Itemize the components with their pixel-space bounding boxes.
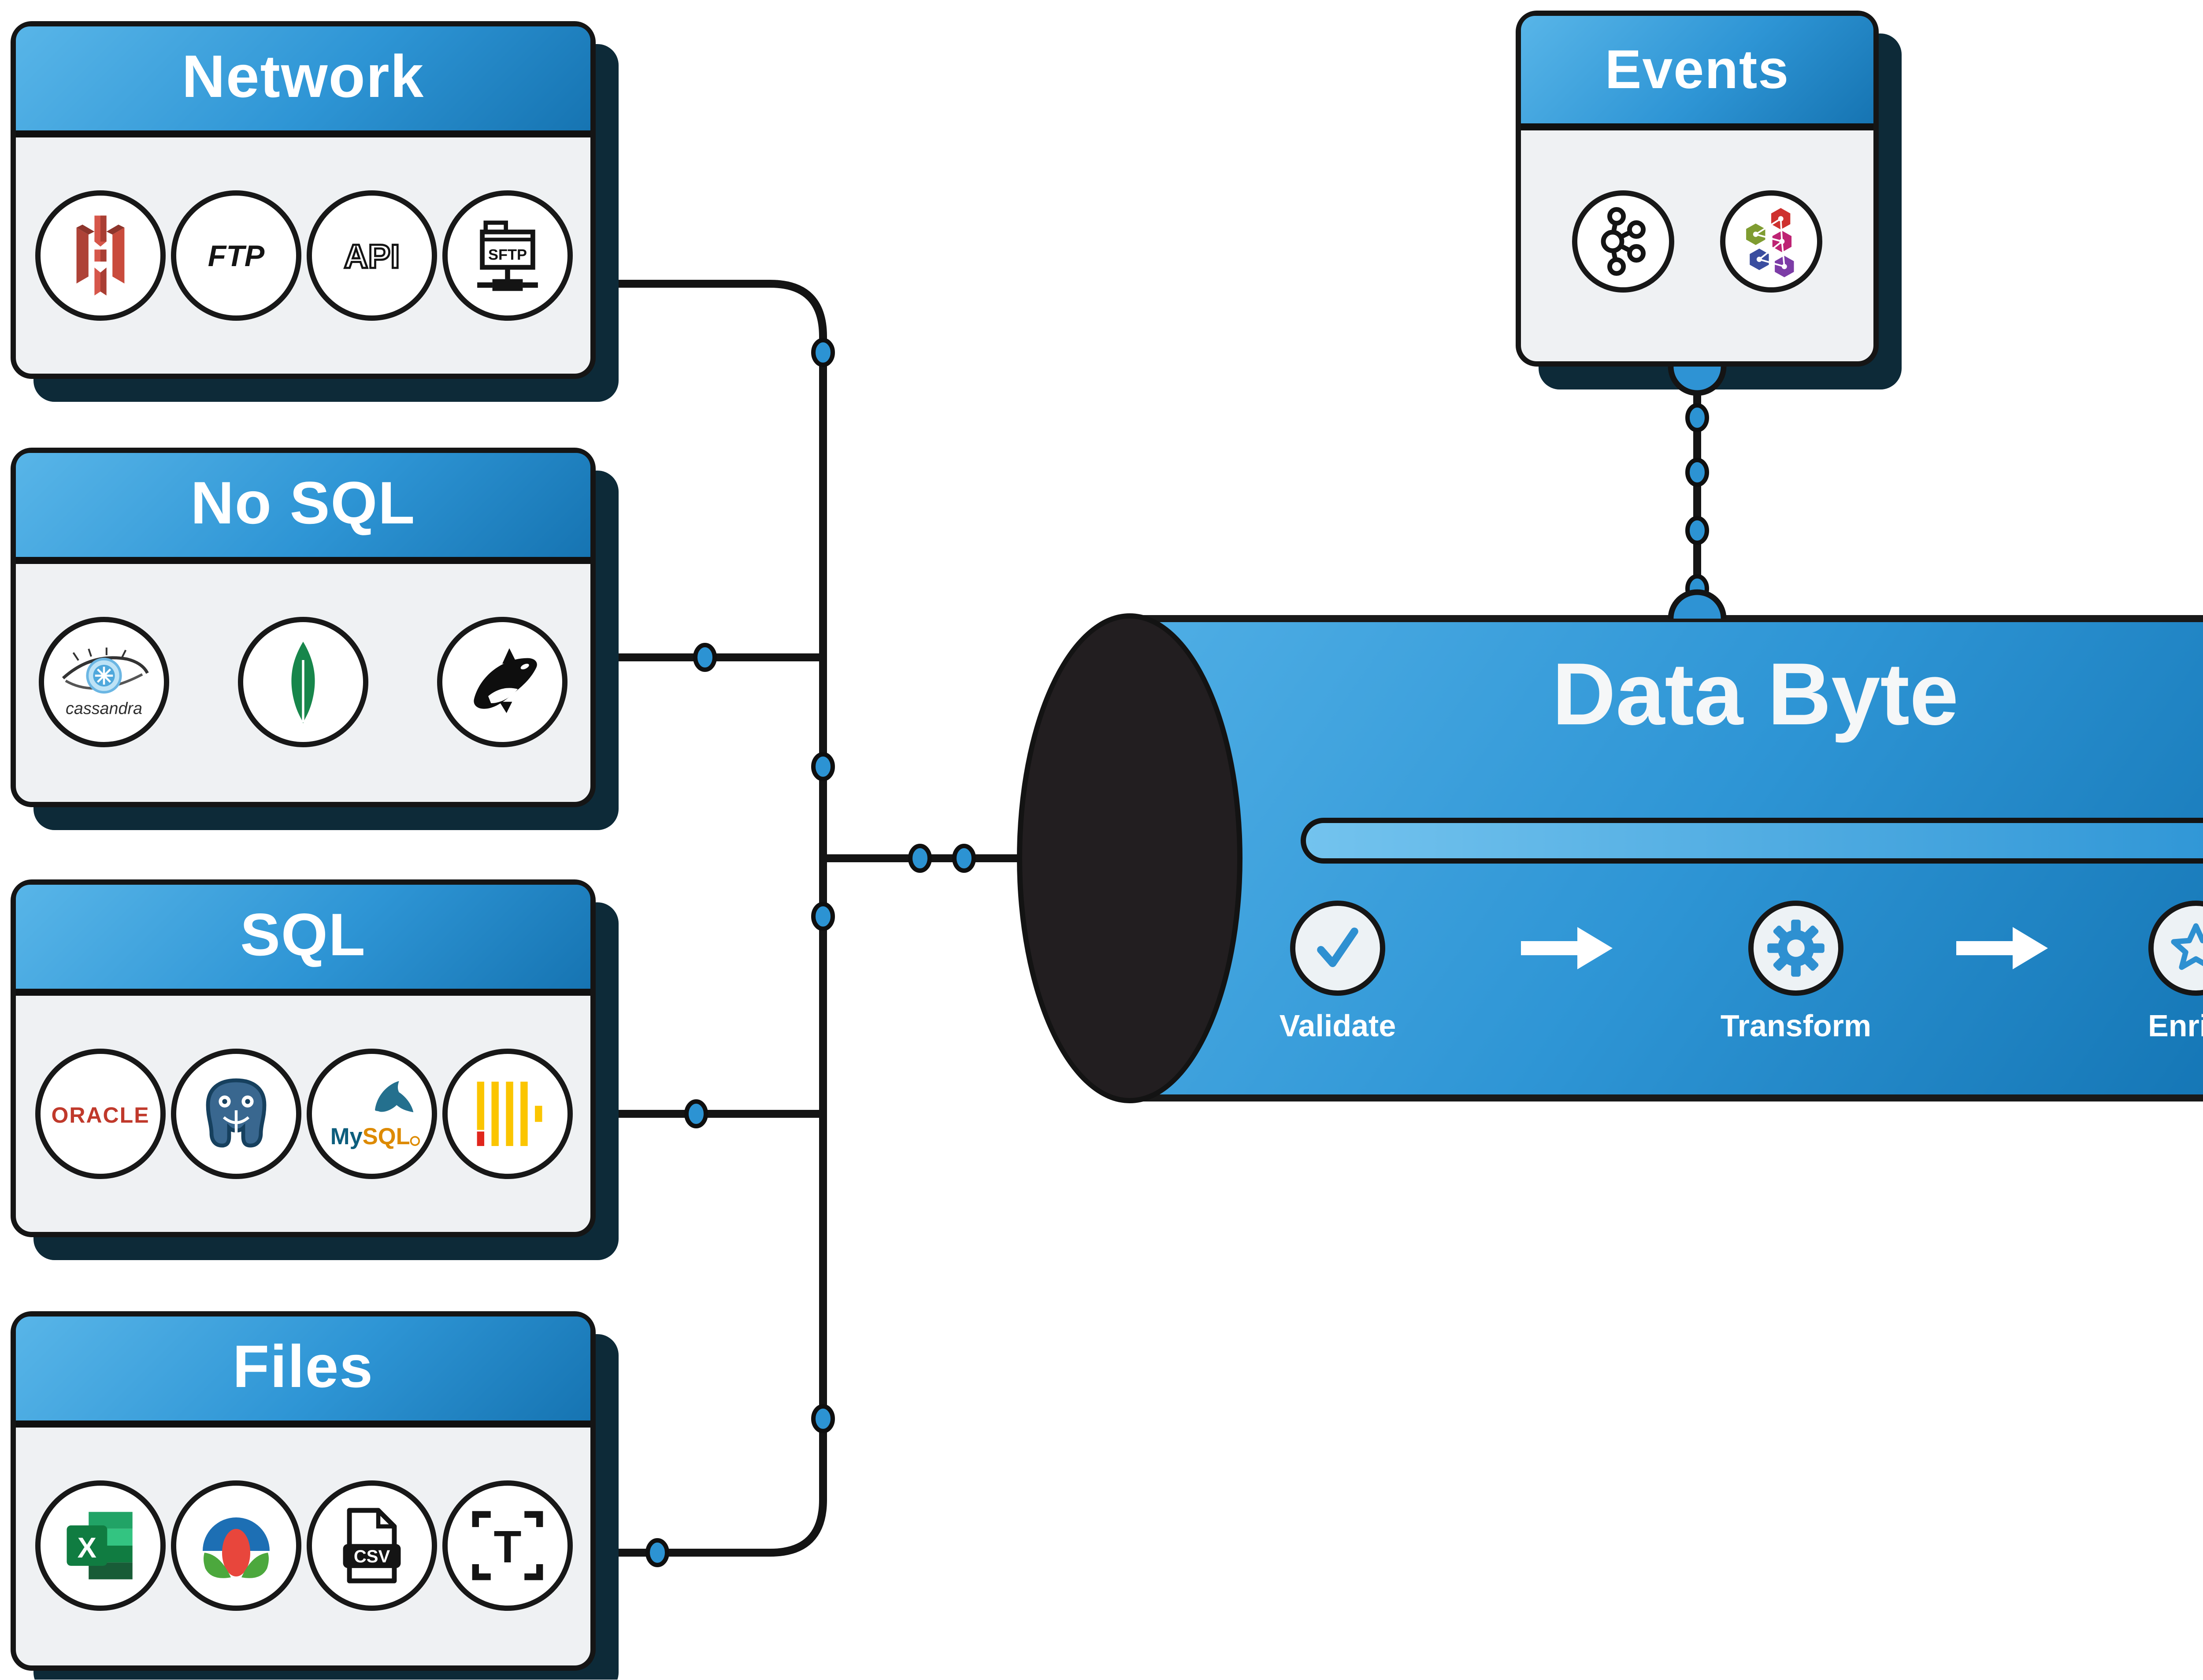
junction-dot	[811, 1404, 835, 1433]
junction-dot	[908, 844, 932, 873]
svg-text:ORACLE: ORACLE	[50, 1102, 148, 1127]
source-box-files: Files X	[11, 1311, 596, 1671]
svg-text:API: API	[343, 237, 399, 274]
flower-logo-icon	[170, 1480, 300, 1611]
step-label: Transform	[1720, 1008, 1872, 1043]
box-body: X CSV	[16, 1428, 590, 1664]
aws-s3-bucket-icon	[34, 189, 165, 320]
step-label: Validate	[1279, 1008, 1396, 1043]
box-title: SQL	[240, 902, 366, 969]
oracle-icon: ORACLE	[34, 1048, 165, 1178]
junction-dot	[811, 338, 835, 367]
step-transform: Transform	[1681, 901, 1910, 1045]
svg-text:MySQL: MySQL	[330, 1123, 409, 1149]
pipeline-left-cap	[1017, 613, 1242, 1103]
box-title: Network	[182, 44, 425, 111]
left-trunk-wire	[596, 280, 827, 1557]
junction-dot	[1685, 516, 1709, 545]
hexagon-cluster-icon	[1720, 190, 1822, 293]
arrow-icon	[1956, 927, 2048, 969]
csv-file-icon: CSV	[306, 1480, 436, 1611]
box-header: Files	[16, 1317, 590, 1428]
sftp-icon: SFTP	[441, 189, 572, 320]
source-box-network: Network FTP	[11, 21, 596, 379]
kafka-icon	[1572, 190, 1674, 293]
junction-dot	[1685, 458, 1709, 487]
excel-icon: X	[34, 1480, 165, 1611]
step-enrich: Enrich	[2081, 901, 2203, 1045]
events-box: Events	[1516, 11, 1879, 367]
step-validate: Validate	[1223, 901, 1452, 1045]
box-body: cassandra	[16, 564, 590, 800]
junction-dot	[684, 1099, 708, 1128]
pipeline-inlet-slot	[1301, 818, 2203, 864]
mongodb-leaf-icon	[238, 617, 368, 747]
box-body: ORACLE MySQL	[16, 996, 590, 1230]
junction-dot	[1685, 574, 1709, 603]
api-icon: API	[306, 189, 436, 320]
box-title: No SQL	[190, 471, 416, 538]
junction-dot	[693, 643, 717, 672]
box-header: SQL	[16, 885, 590, 996]
junction-dot	[811, 902, 835, 931]
source-box-sql: SQL ORACLE MySQL	[11, 879, 596, 1237]
orca-whale-icon	[437, 617, 567, 747]
box-header: Network	[16, 26, 590, 137]
junction-dot	[811, 752, 835, 781]
cassandra-icon: cassandra	[39, 617, 169, 747]
svg-text:FTP: FTP	[207, 238, 264, 272]
junction-dot	[645, 1538, 669, 1567]
mysql-icon: MySQL	[306, 1048, 436, 1178]
star-icon	[2148, 901, 2203, 996]
pipeline-title: Data Byte	[1552, 645, 1959, 744]
arrow-icon	[1521, 927, 1613, 969]
junction-dot	[1685, 403, 1709, 432]
postgresql-elephant-icon	[170, 1048, 300, 1178]
source-box-nosql: No SQL cassandra	[11, 448, 596, 807]
svg-text:SFTP: SFTP	[487, 246, 526, 263]
box-body: FTP API SFTP	[16, 137, 590, 372]
box-header: No SQL	[16, 453, 590, 564]
box-title: Files	[233, 1334, 374, 1401]
svg-text:T: T	[493, 1521, 520, 1572]
clickhouse-icon	[441, 1048, 572, 1178]
box-title: Events	[1605, 38, 1790, 100]
text-ocr-icon: T	[441, 1480, 572, 1611]
check-icon	[1290, 901, 1385, 996]
svg-text:X: X	[77, 1532, 96, 1564]
gear-icon	[1748, 901, 1843, 996]
svg-text:CSV: CSV	[353, 1547, 389, 1566]
svg-text:cassandra: cassandra	[66, 699, 142, 718]
step-label: Enrich	[2148, 1008, 2203, 1043]
ftp-icon: FTP	[170, 189, 300, 320]
box-header: Events	[1521, 16, 1873, 130]
junction-dot	[952, 844, 976, 873]
box-body	[1521, 130, 1873, 352]
